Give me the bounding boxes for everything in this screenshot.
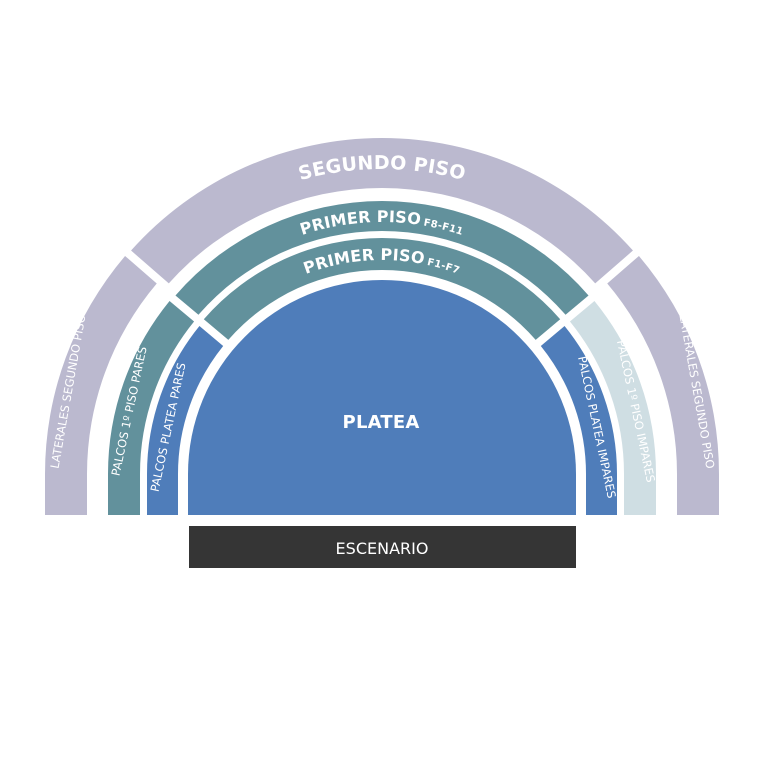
stage	[189, 526, 576, 568]
section-palcos-platea-impares[interactable]	[540, 326, 617, 515]
label-platea: PLATEA	[343, 412, 420, 433]
section-platea[interactable]	[188, 280, 576, 515]
section-primer-piso-f8-f11[interactable]	[175, 201, 589, 315]
section-primer-piso-f1-f7[interactable]	[203, 238, 561, 340]
label-escenario: ESCENARIO	[336, 539, 429, 558]
section-laterales-segundo-piso-left[interactable]	[45, 255, 157, 515]
section-palcos-platea-pares[interactable]	[147, 326, 224, 515]
section-palcos-1-piso-impares[interactable]	[569, 300, 656, 515]
section-segundo-piso[interactable]	[131, 137, 633, 284]
section-palcos-1-piso-pares[interactable]	[108, 300, 195, 515]
section-laterales-segundo-piso-right[interactable]	[607, 255, 719, 515]
